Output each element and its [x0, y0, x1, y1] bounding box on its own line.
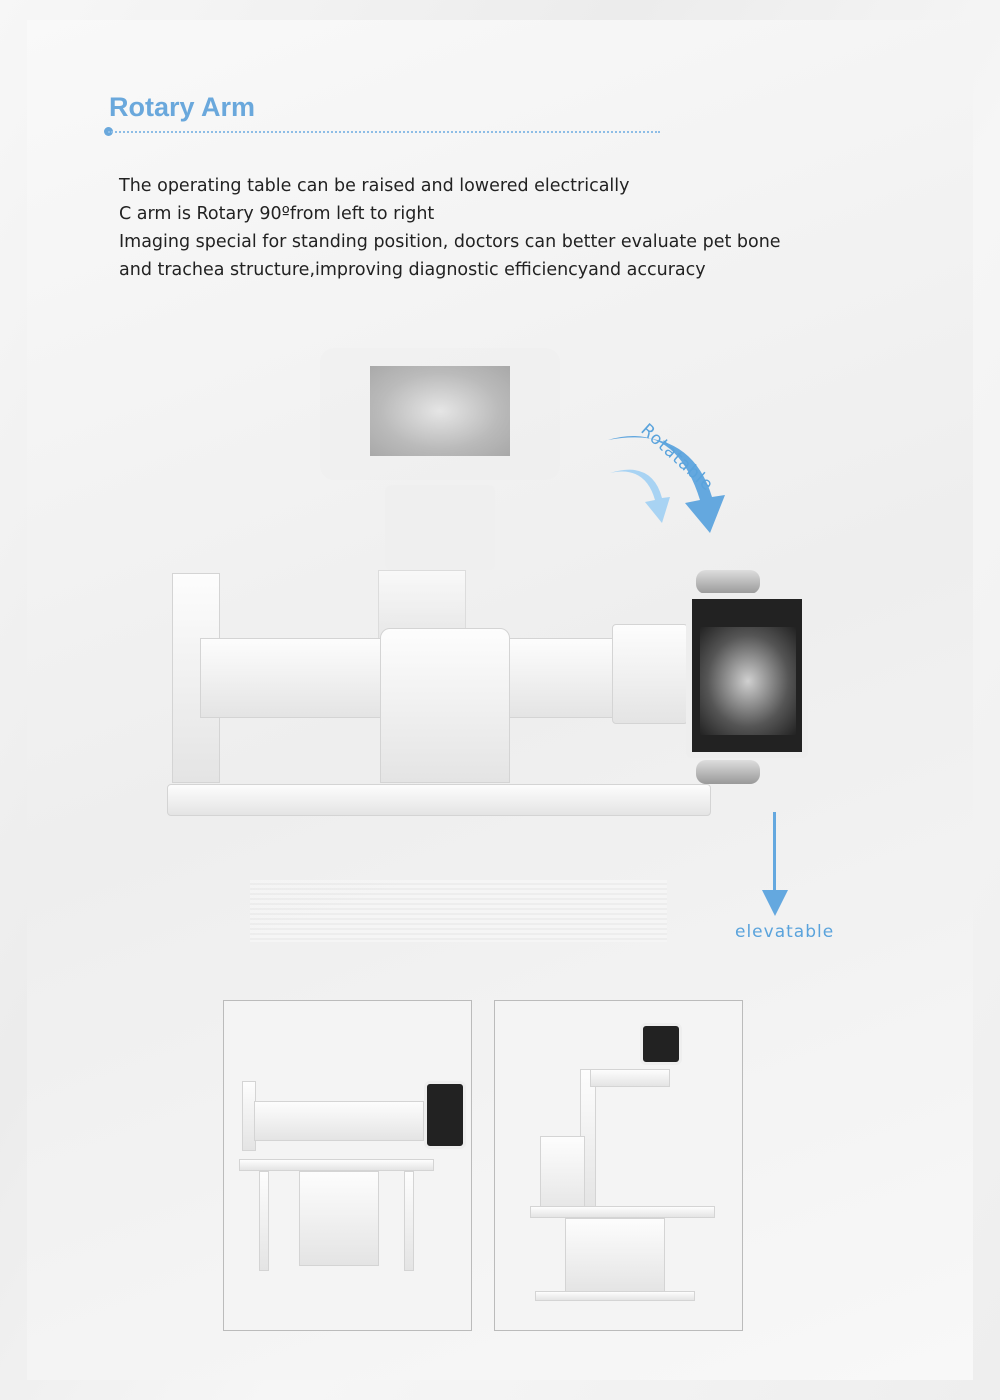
- section-title: Rotary Arm: [109, 92, 256, 122]
- description-line: C arm is Rotary 90ºfrom left to right: [119, 204, 435, 224]
- description-line: The operating table can be raised and lo…: [119, 176, 630, 196]
- tube-head: [612, 624, 688, 724]
- faded-control-panel: [385, 485, 495, 570]
- down-arrow-icon: [762, 812, 788, 916]
- product-photo-side: [494, 1000, 743, 1331]
- rotate-arrow-icon: [608, 436, 725, 533]
- cylinder-bottom: [696, 760, 760, 784]
- dotted-divider: [108, 131, 660, 133]
- faded-monitor: [320, 348, 560, 480]
- description-line: and trachea structure,improving diagnost…: [119, 260, 706, 280]
- description: The operating table can be raised and lo…: [119, 172, 781, 284]
- display-monitor: [686, 593, 808, 758]
- elevatable-label: elevatable: [735, 922, 835, 942]
- table-top: [167, 784, 711, 816]
- product-photo-front: [223, 1000, 472, 1331]
- table-reflection: [250, 880, 667, 942]
- description-line: Imaging special for standing position, d…: [119, 232, 781, 252]
- cylinder-top: [696, 570, 760, 594]
- pedestal: [380, 628, 510, 783]
